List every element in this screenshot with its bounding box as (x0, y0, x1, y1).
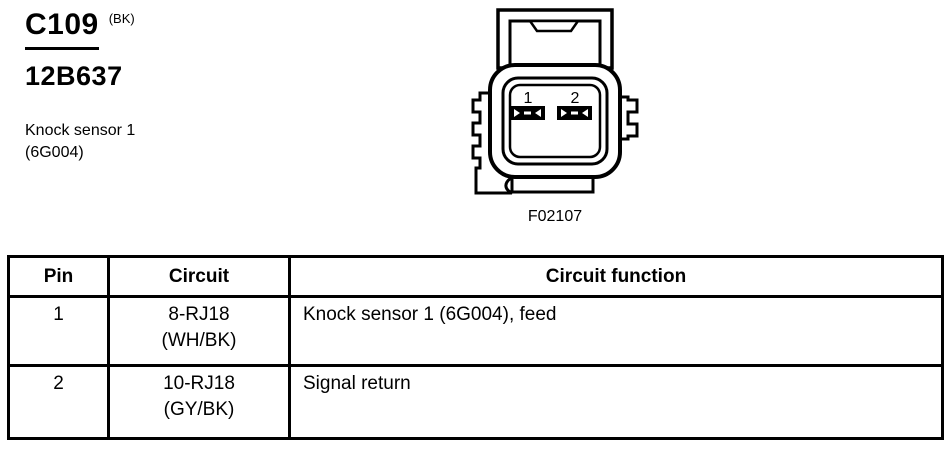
header-pin: Pin (7, 255, 110, 298)
function-cell: Knock sensor 1 (6G004), feed (288, 295, 944, 367)
connector-bottom-tab (510, 175, 595, 194)
component-description: Knock sensor 1 (6G004) (25, 120, 135, 164)
connector-body (488, 63, 622, 179)
circuit-cell: 10-RJ18 (GY/BK) (107, 364, 291, 440)
pin-1-label: 1 (524, 90, 533, 107)
component-name: Knock sensor 1 (25, 122, 136, 139)
part-number: 12B637 (25, 61, 123, 91)
table-row: 1 8-RJ18 (WH/BK) Knock sensor 1 (6G004),… (7, 295, 944, 367)
table-header-row: Pin Circuit Circuit function (7, 255, 944, 298)
circuit-number: 10-RJ18 (163, 373, 235, 394)
table-row: 2 10-RJ18 (GY/BK) Signal return (7, 364, 944, 440)
pin-cell: 2 (7, 364, 110, 440)
header-circuit-function: Circuit function (288, 255, 944, 298)
circuit-number: 8-RJ18 (168, 304, 230, 325)
connector-color-code: (BK) (108, 11, 135, 26)
function-cell: Signal return (288, 364, 944, 440)
connector-id-row: C109 (BK) (25, 8, 135, 50)
connector-header: C109 (BK) 12B637 Knock sensor 1 (6G004) (25, 8, 135, 164)
header-circuit: Circuit (107, 255, 291, 298)
circuit-cell: 8-RJ18 (WH/BK) (107, 295, 291, 367)
pin-2-label: 2 (571, 90, 580, 107)
circuit-wire-color: (GY/BK) (163, 399, 235, 420)
figure-caption: F02107 (527, 208, 583, 225)
connector-latch (496, 8, 614, 70)
connector-seal-ring (501, 76, 609, 166)
connector-right-rail (618, 95, 639, 141)
pin-table: Pin Circuit Circuit function 1 8-RJ18 (W… (7, 255, 944, 440)
circuit-wire-color: (WH/BK) (161, 330, 237, 351)
component-code: (6G004) (25, 144, 84, 161)
pin-2-terminal (557, 106, 592, 120)
pin-cell: 1 (7, 295, 110, 367)
pin-1-terminal (510, 106, 545, 120)
connector-figure: 1 2 F02107 (470, 5, 640, 226)
connector-drawing: 1 2 (471, 8, 639, 195)
connector-cavity (508, 83, 602, 159)
connector-id: C109 (25, 8, 99, 50)
